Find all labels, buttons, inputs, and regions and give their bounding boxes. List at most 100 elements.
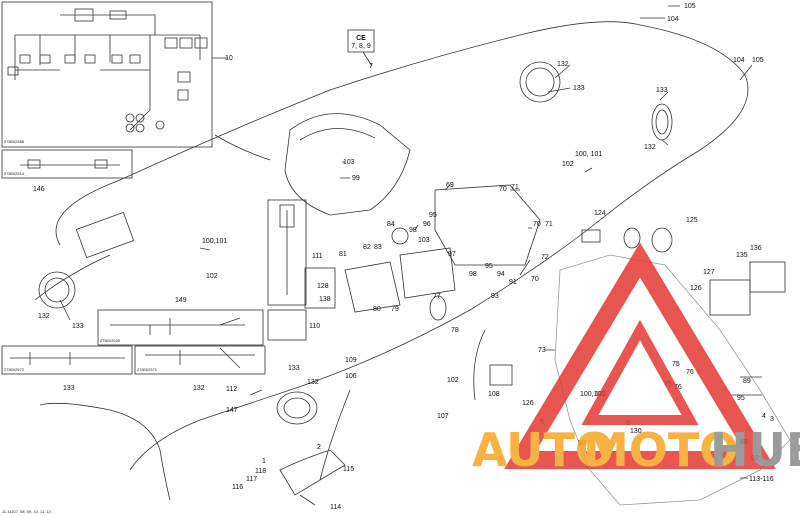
callout-102: 102 — [562, 161, 574, 168]
inset-code: 278002571 — [137, 367, 158, 372]
callout-103: 103 — [418, 237, 430, 244]
callout-117: 1 — [262, 458, 266, 465]
callout-131: 126 — [522, 400, 534, 407]
inset-harness-112 — [1, 345, 133, 375]
inset-code: 278002635 — [100, 338, 121, 343]
callout-93: 93 — [491, 293, 499, 300]
callout-132: 132 — [557, 61, 569, 68]
inset-harness-146 — [1, 149, 133, 179]
inset-antenna-111 — [267, 199, 307, 306]
callout-105: 105 — [684, 3, 696, 10]
callout-92: 90 — [578, 440, 586, 447]
callout-146: 146 — [33, 186, 45, 193]
inset-code: 278002514 — [4, 171, 25, 176]
callout-100-101: 107 — [437, 413, 449, 420]
callout-128: 128 — [317, 283, 329, 290]
callout-80: 80 — [373, 306, 381, 313]
callout-111: 111 — [312, 253, 323, 260]
callout-7: 7 — [369, 63, 373, 70]
linework — [1, 1, 791, 506]
inset-harness-147 — [134, 345, 266, 375]
callout-70: 70 — [533, 221, 541, 228]
callout-115: 117 — [246, 476, 257, 483]
inset-code: 278002572 — [4, 367, 25, 372]
callout-126: 126 — [690, 285, 702, 292]
callout-82: 82 — [363, 244, 371, 251]
callout-75: 75 — [672, 361, 680, 368]
watermark-logo: AUTO MOTO HUB — [472, 242, 800, 477]
callout-71: 71 — [545, 221, 553, 228]
watermark-triangle — [504, 242, 776, 469]
callout-76: 76 — [686, 369, 694, 376]
callout-133: 133 — [72, 323, 84, 330]
callout-89: 130 — [630, 428, 642, 435]
ce-label: CE — [356, 35, 366, 42]
callout-94: 94 — [497, 271, 505, 278]
callout-136: 136 — [750, 245, 762, 252]
callout-71: 71 — [511, 184, 519, 191]
callout-3: 95 — [737, 395, 745, 402]
callout-132: 132 — [307, 379, 319, 386]
callout-102: 102 — [206, 273, 218, 280]
callout-70: 70 — [499, 186, 507, 193]
callout-95: 95 — [485, 263, 493, 270]
callout-125: 125 — [686, 217, 698, 224]
watermark-moto: MOTO — [583, 423, 738, 477]
callout-147: 132 — [193, 385, 205, 392]
footer-code: 11,11107, 08, 09, 10, 11, 12 — [2, 509, 52, 514]
callout-83: 83 — [374, 244, 382, 251]
callout-113-116: 115 — [343, 466, 354, 473]
callout-76: 76 — [674, 384, 682, 391]
callout-104: 104 — [733, 57, 745, 64]
watermark-auto: AUTO — [472, 423, 614, 477]
callout-114: 116 — [232, 484, 243, 491]
callout-133: 133 — [288, 365, 300, 372]
callout-107: 147 — [226, 407, 238, 414]
callout-81: 81 — [339, 251, 347, 258]
callout-119: 114 — [330, 504, 341, 511]
callout-132: 132 — [38, 313, 50, 320]
callout-98: 98 — [469, 271, 477, 278]
callout-100-101: 100,101 — [202, 238, 227, 245]
inset-part-128 — [304, 267, 336, 309]
inset-main-harness — [1, 1, 213, 148]
callout-4: 89 — [743, 378, 751, 385]
callout-133: 133 — [573, 85, 585, 92]
callout-149: 149 — [175, 297, 187, 304]
callout-135: 135 — [736, 252, 748, 259]
watermark-inner-triangle — [581, 319, 699, 425]
callout-116: 118 — [255, 468, 266, 475]
callout-5: 4 — [762, 413, 766, 420]
watermark-hub: HUB — [710, 423, 800, 477]
callout-112: 133 — [63, 385, 75, 392]
callout-70: 70 — [531, 276, 539, 283]
callout-88: 113-116 — [749, 476, 774, 483]
callout-69: 69 — [446, 182, 454, 189]
inset-code: 278002488 — [4, 139, 25, 144]
callout-100-101: 100, 101 — [575, 151, 602, 158]
callout-10: 10 — [225, 55, 233, 62]
callout-127: 127 — [703, 269, 715, 276]
callout-103: 103 — [343, 159, 355, 166]
inset-harness-149 — [97, 309, 264, 346]
callout-79: 79 — [391, 306, 399, 313]
callout-132: 132 — [644, 144, 656, 151]
callout-104: 104 — [667, 16, 679, 23]
callout-124: 124 — [594, 210, 606, 217]
callout-105: 105 — [752, 57, 764, 64]
inset-part-110 — [267, 309, 307, 341]
callout-138: 138 — [319, 296, 331, 303]
callout-102: 102 — [447, 377, 459, 384]
callout-73: 73 — [538, 347, 546, 354]
callout-99: 99 — [352, 175, 360, 182]
callout-133: 133 — [656, 87, 668, 94]
callout-77: 77 — [433, 293, 441, 300]
callout-118: 2 — [317, 444, 321, 451]
callout-84: 84 — [387, 221, 395, 228]
ce-models: 7, 8, 9 — [351, 43, 371, 50]
callout-89: 100,101 — [580, 391, 605, 398]
callout-96: 96 — [423, 221, 431, 228]
callout-95: 95 — [429, 212, 437, 219]
callout-109: 109 — [345, 357, 357, 364]
